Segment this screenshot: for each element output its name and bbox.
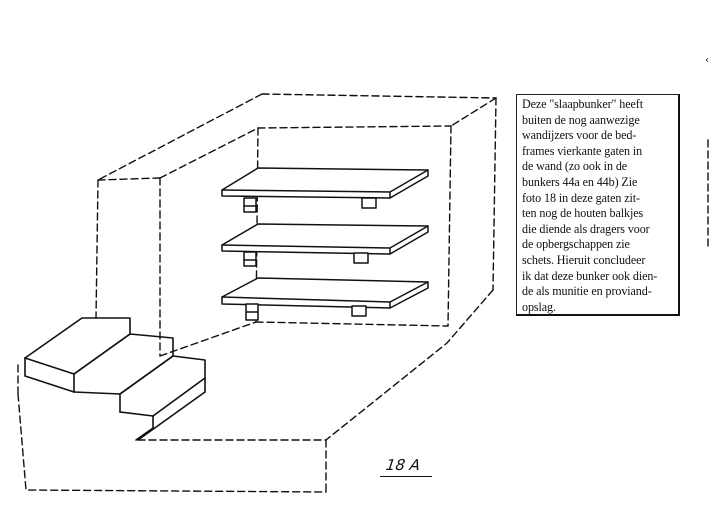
caption-line: wandijzers voor de bed- (522, 128, 637, 143)
shelf-middle (221, 223, 429, 267)
edge-mark: ‹ (705, 55, 709, 66)
stairs (24, 317, 206, 441)
caption-line: schets. Hieruit concludeer (522, 252, 646, 267)
caption-line: de als munitie en proviand- (522, 284, 652, 299)
shelf-bottom (221, 277, 429, 321)
caption-line: Deze "slaapbunker" heeft (522, 97, 643, 111)
caption-line: die diende als dragers voor (522, 221, 650, 236)
caption-line: opslag. (522, 299, 556, 314)
caption-line: buiten de nog aanwezige (522, 112, 640, 127)
caption-line: de opbergschappen zie (522, 237, 630, 252)
shelf-top (221, 167, 429, 213)
figure-label-underline (380, 476, 432, 477)
caption-line: foto 18 in deze gaten zit- (522, 190, 640, 205)
caption-line: frames vierkante gaten in (522, 143, 643, 158)
caption-line: ik dat deze bunker ook dien- (522, 268, 658, 283)
caption-line: ten nog de houten balkjes (522, 206, 644, 221)
caption-line: de wand (zo ook in de (522, 159, 628, 174)
caption-box: Deze "slaapbunker" heeft buiten de nog a… (516, 94, 680, 316)
figure-label: 18 A (384, 456, 422, 474)
caption-line: bunkers 44a en 44b) Zie (522, 174, 638, 189)
shelves (221, 167, 429, 321)
